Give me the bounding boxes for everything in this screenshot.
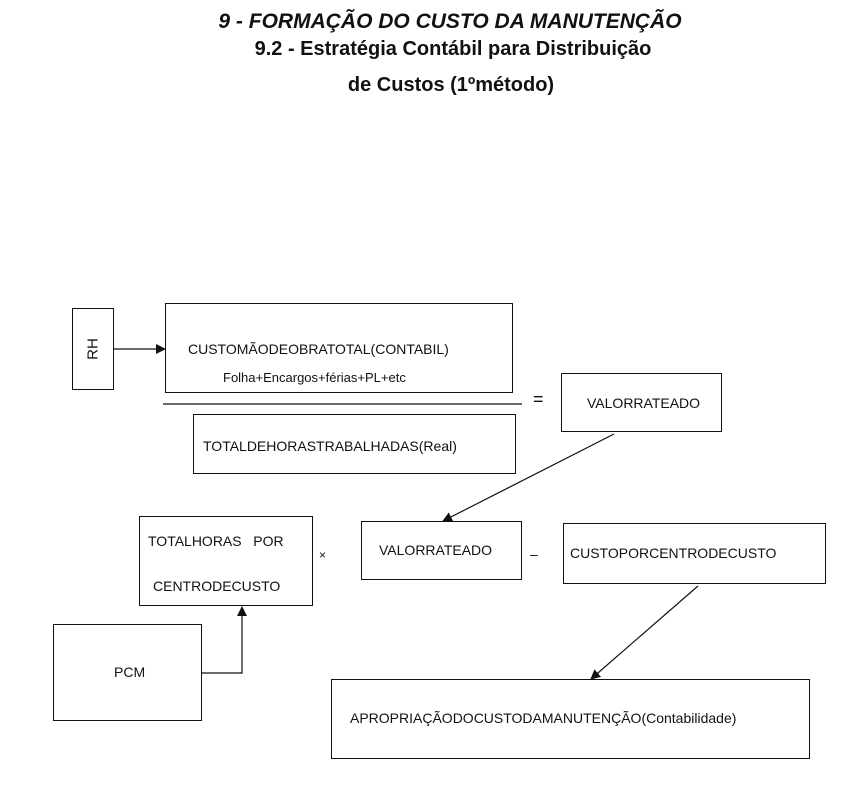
pcm-label: PCM bbox=[114, 664, 146, 680]
arrow-valor-rateado bbox=[442, 433, 615, 522]
minus-sign: – bbox=[530, 546, 538, 562]
total-horas-cc-box: TOTALHORAS POR CENTRODECUSTO bbox=[139, 516, 313, 606]
equals-sign: = bbox=[533, 389, 544, 409]
total-horas-cc-line1: TOTALHORAS POR bbox=[148, 533, 284, 549]
custo-cc-label: CUSTOPORCENTRODECUSTO bbox=[570, 545, 777, 561]
main-title: 9 - FORMAÇÃO DO CUSTO DA MANUTENÇÃO bbox=[218, 10, 682, 33]
valor-rateado-box-2: VALORRATEADO bbox=[361, 521, 522, 580]
custo-total-box: CUSTOMÃODEOBRATOTAL(CONTABIL) Folha+Enca… bbox=[165, 303, 513, 393]
total-horas-box: TOTALDEHORASTRABALHADAS(Real) bbox=[193, 414, 516, 474]
section-title: 9.2 - Estratégia Contábil para Distribui… bbox=[254, 38, 652, 60]
custo-cc-box: CUSTOPORCENTRODECUSTO bbox=[563, 523, 826, 584]
custo-total-components: Folha+Encargos+férias+PL+etc bbox=[223, 370, 406, 385]
valor-rateado-box-1: VALORRATEADO bbox=[561, 373, 722, 432]
total-horas-label: TOTALDEHORASTRABALHADAS(Real) bbox=[203, 438, 457, 454]
rh-box: RH bbox=[72, 308, 114, 390]
arrow-custo-to-apropriacao bbox=[590, 585, 699, 680]
pcm-box: PCM bbox=[53, 624, 202, 721]
valor-rateado-label-2: VALORRATEADO bbox=[379, 542, 493, 558]
custo-total-label: CUSTOMÃODEOBRATOTAL(CONTABIL) bbox=[188, 341, 449, 357]
apropriacao-label: APROPRIAÇÃODOCUSTODAMANUTENÇÃO(Contabili… bbox=[350, 710, 737, 726]
valor-rateado-label-1: VALORRATEADO bbox=[587, 395, 701, 411]
arrow-pcm-to-horas bbox=[201, 606, 247, 674]
apropriacao-box: APROPRIAÇÃODOCUSTODAMANUTENÇÃO(Contabili… bbox=[331, 679, 810, 759]
total-horas-cc-line2: CENTRODECUSTO bbox=[153, 578, 281, 594]
times-sign: × bbox=[319, 548, 327, 562]
rh-label: RH bbox=[84, 338, 102, 360]
section-title-line2: de Custos (1ºmétodo) bbox=[347, 74, 555, 96]
